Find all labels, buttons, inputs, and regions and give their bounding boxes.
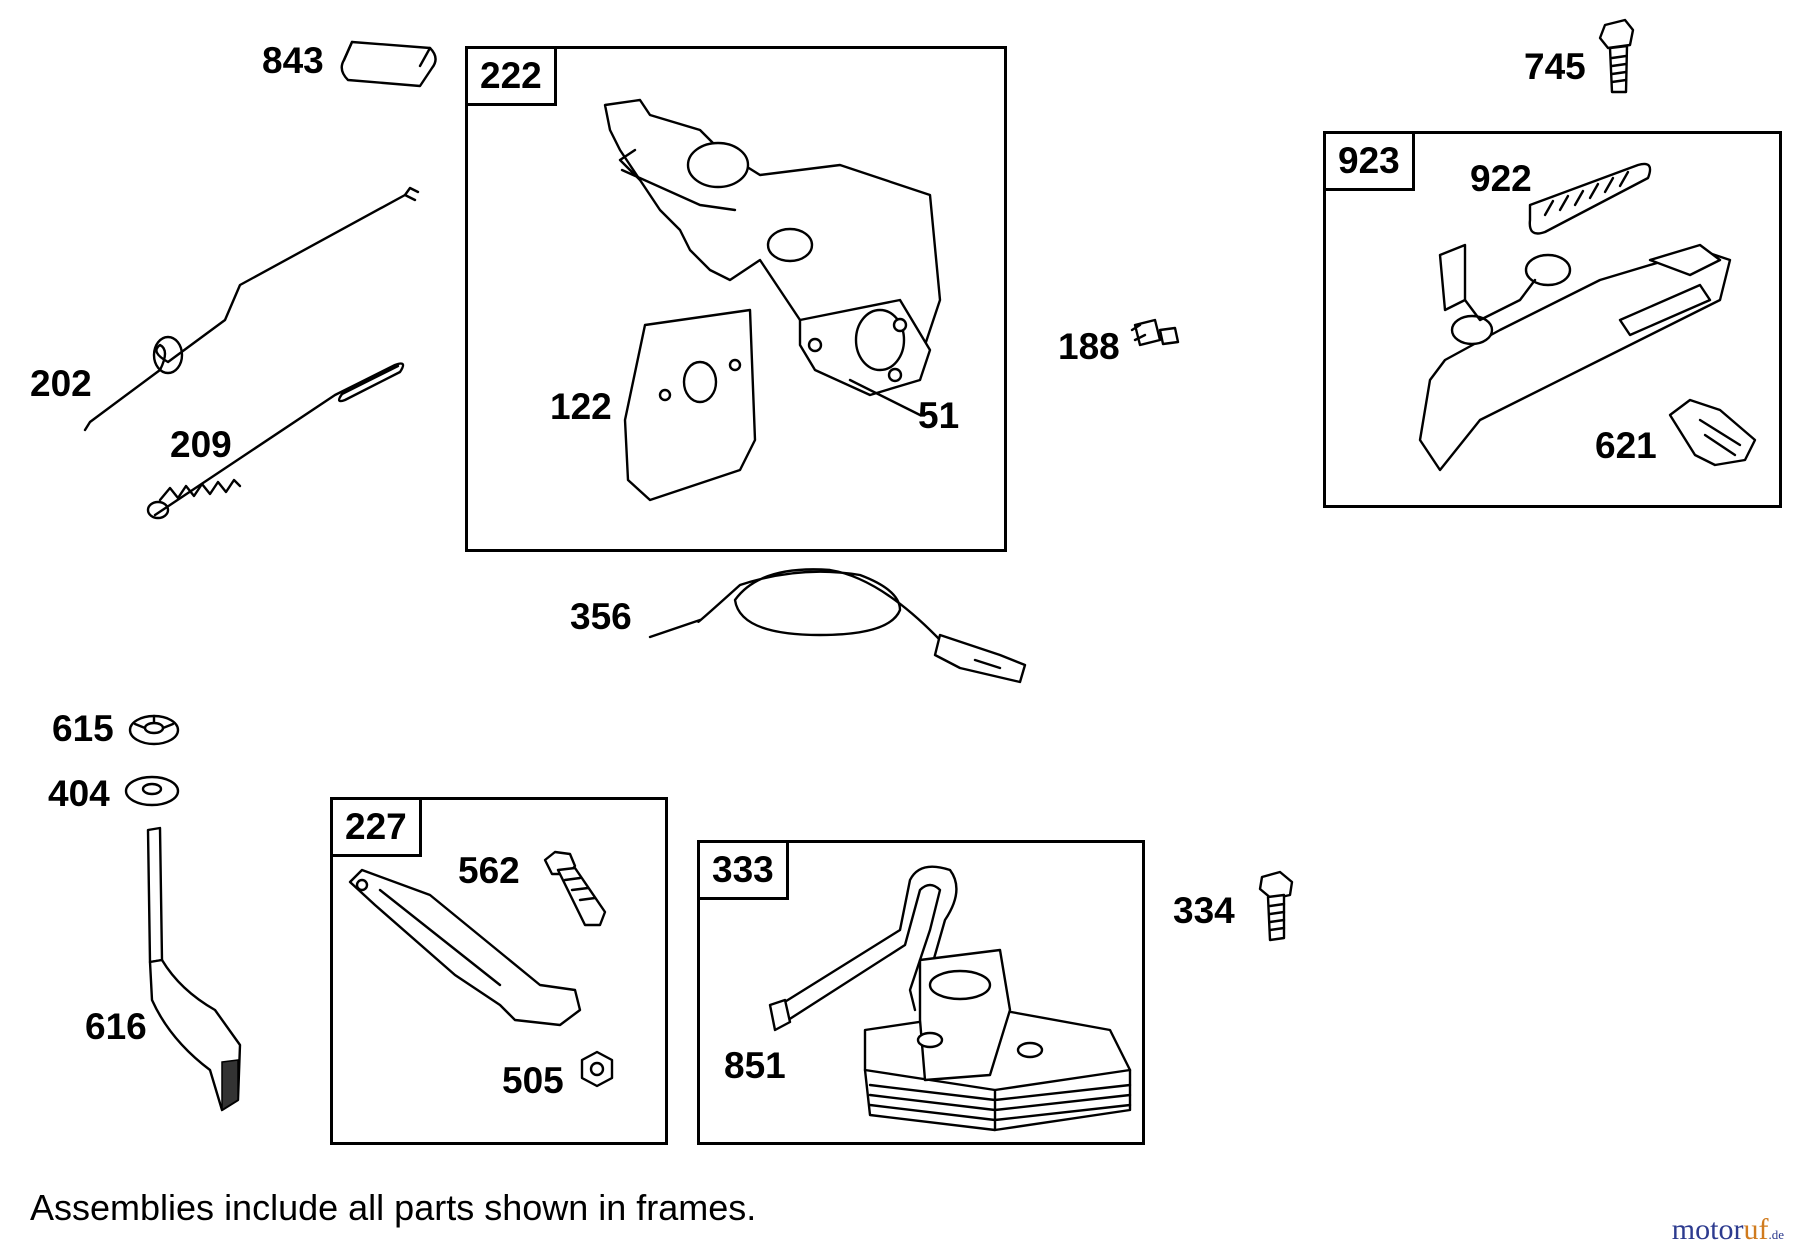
label-851: 851 <box>724 1045 786 1086</box>
label-616: 616 <box>85 1006 147 1047</box>
part-616-shaft-drawing <box>146 826 242 1112</box>
part-615-washer-drawing <box>128 714 180 746</box>
part-333-assembly-drawing <box>768 865 1132 1132</box>
frame-923-label: 923 <box>1326 134 1415 191</box>
label-922: 922 <box>1470 158 1532 199</box>
label-562: 562 <box>458 850 520 891</box>
label-202: 202 <box>30 363 92 404</box>
watermark-part-1: motor <box>1671 1213 1744 1246</box>
watermark-part-2: uf <box>1743 1213 1769 1246</box>
label-615: 615 <box>52 708 114 749</box>
label-745: 745 <box>1524 46 1586 87</box>
label-122: 122 <box>550 386 612 427</box>
frame-923: 923 <box>1323 131 1782 508</box>
part-222-assembly-drawing <box>603 98 942 502</box>
part-745-bolt-drawing <box>1598 18 1635 94</box>
frame-333-label: 333 <box>700 843 789 900</box>
frame-333: 333 <box>697 840 1145 1145</box>
part-334-bolt-drawing <box>1258 870 1294 942</box>
frame-227: 227 <box>330 797 668 1145</box>
frame-222: 222 <box>465 46 1007 552</box>
label-505: 505 <box>502 1060 564 1101</box>
part-356-wire-drawing <box>648 568 1027 684</box>
label-188: 188 <box>1058 326 1120 367</box>
part-188-screw-drawing <box>1130 318 1180 347</box>
part-209-spring-drawing <box>146 362 405 520</box>
label-334: 334 <box>1173 890 1235 931</box>
label-404: 404 <box>48 773 110 814</box>
frame-227-label: 227 <box>333 800 422 857</box>
watermark: motoruf.de <box>1672 1215 1784 1245</box>
part-227-assembly-drawing <box>348 850 614 1088</box>
watermark-part-3: .de <box>1768 1227 1784 1242</box>
label-621: 621 <box>1595 425 1657 466</box>
part-404-washer-drawing <box>124 775 180 807</box>
label-356: 356 <box>570 596 632 637</box>
frame-222-label: 222 <box>468 49 557 106</box>
part-202-rod-drawing <box>83 186 420 432</box>
label-209: 209 <box>170 424 232 465</box>
part-843-clip-drawing <box>340 40 437 88</box>
footer-note: Assemblies include all parts shown in fr… <box>30 1187 757 1228</box>
label-843: 843 <box>262 40 324 81</box>
part-923-assembly-drawing <box>1418 162 1757 472</box>
label-51: 51 <box>918 395 960 436</box>
